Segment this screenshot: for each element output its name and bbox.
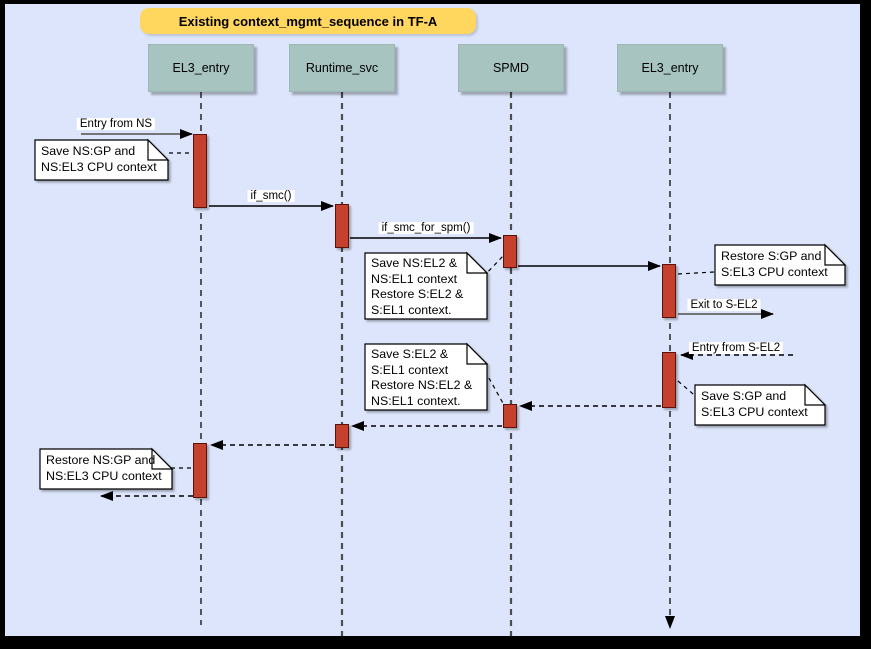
diagram-title: Existing context_mgmt_sequence in TF-A xyxy=(140,8,476,34)
note-shape-restore-ns-gp xyxy=(39,447,174,490)
activation-bar-el3-right-2 xyxy=(662,352,676,408)
activation-bar-el3-right-1 xyxy=(662,264,676,318)
note-connector-save-s-el2 xyxy=(484,370,505,406)
note-shape-save-s-el2 xyxy=(364,342,489,411)
message-label-if-smc: if_smc() xyxy=(247,190,295,202)
message-label-entry-from-ns: Entry from NS xyxy=(76,118,156,130)
note-shape-save-s-gp xyxy=(694,383,827,426)
activation-bar-runtime-1 xyxy=(335,204,349,248)
note-connector-save-ns-el2 xyxy=(482,254,505,278)
activation-bar-runtime-2 xyxy=(335,424,349,448)
note-save-ns-el2: Save NS:EL2 & NS:EL1 context Restore S:E… xyxy=(371,256,464,317)
activation-bar-spmd-1 xyxy=(503,235,517,268)
note-shape-restore-s-gp xyxy=(714,243,847,286)
note-shape-save-ns-gp xyxy=(34,138,170,181)
note-restore-ns-gp: Restore NS:GP and NS:EL3 CPU context xyxy=(46,453,162,483)
note-save-s-gp: Save S:GP and S:EL3 CPU context xyxy=(701,389,808,419)
note-fold-icon xyxy=(824,243,847,266)
note-fold-icon xyxy=(466,251,489,274)
note-fold-icon xyxy=(804,383,827,406)
actor-el3-entry-left: EL3_entry xyxy=(148,44,254,92)
activation-bar-el3-left-1 xyxy=(193,134,207,208)
diagram-overlay xyxy=(34,92,847,636)
note-connector-restore-s-gp xyxy=(677,271,715,275)
activation-bar-spmd-2 xyxy=(503,404,517,428)
message-label-if-smc-for-spm: if_smc_for_spm() xyxy=(378,222,474,234)
message-label-exit-to-s-el2: Exit to S-EL2 xyxy=(687,299,761,311)
actor-el3-entry-right: EL3_entry xyxy=(617,44,723,92)
note-fold-icon xyxy=(147,138,170,161)
note-fold-icon xyxy=(466,342,489,365)
diagram-canvas: Existing context_mgmt_sequence in TF-A E… xyxy=(5,4,860,636)
note-fold-icon xyxy=(151,447,174,470)
activation-bar-el3-left-2 xyxy=(193,443,207,498)
note-restore-s-gp: Restore S:GP and S:EL3 CPU context xyxy=(721,249,828,279)
note-save-s-el2: Save S:EL2 & S:EL1 context Restore NS:EL… xyxy=(371,347,473,408)
message-label-entry-from-s-el2: Entry from S-EL2 xyxy=(688,342,784,354)
note-shape-save-ns-el2 xyxy=(364,251,489,320)
actor-spmd: SPMD xyxy=(458,44,564,92)
note-save-ns-gp: Save NS:GP and NS:EL3 CPU context xyxy=(41,144,157,174)
actor-runtime-svc: Runtime_svc xyxy=(289,44,395,92)
